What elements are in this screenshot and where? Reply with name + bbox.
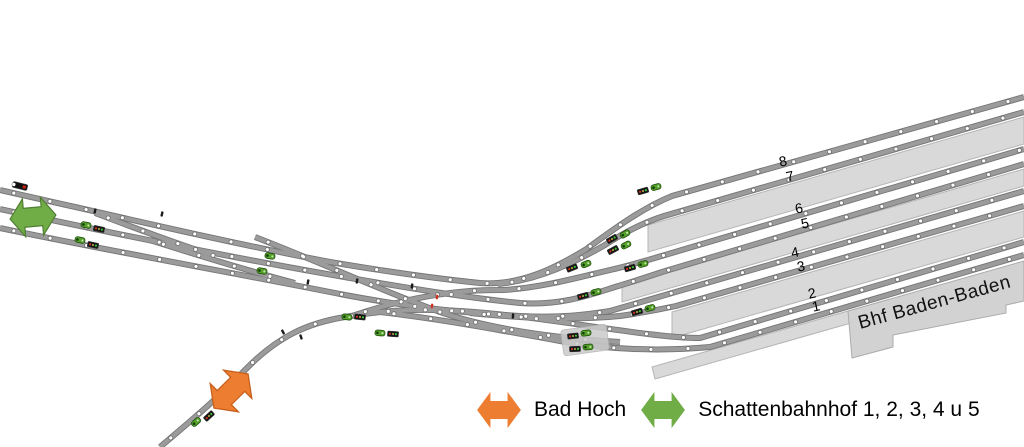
panel-icon (560, 323, 610, 357)
track-number-7: 7 (784, 167, 795, 184)
signal-box-icon[interactable] (386, 330, 400, 338)
double-arrow-shape (477, 391, 521, 429)
track-number-4: 4 (789, 243, 800, 260)
signal-green-icon[interactable] (649, 182, 663, 192)
track-number-2: 2 (806, 284, 817, 301)
platform-5-4 (621, 168, 1024, 303)
signal-green-icon[interactable] (579, 259, 593, 269)
signal-green-icon[interactable] (618, 228, 632, 240)
marker-icon[interactable] (306, 279, 310, 285)
track-number-1: 1 (810, 297, 821, 314)
double-arrow-orange-icon (477, 391, 521, 429)
marker-icon[interactable] (299, 334, 303, 340)
signal-box-icon[interactable] (568, 345, 582, 353)
track-numbers: 8 7 6 5 4 3 2 1 (777, 152, 821, 314)
marker-icon[interactable] (160, 211, 164, 217)
legend: Bad Hoch Schattenbahnhof 1, 2, 3, 4 u 5 (476, 386, 980, 434)
signal-box-icon[interactable] (566, 332, 580, 340)
signal-box-icon[interactable] (576, 291, 590, 301)
track-number-5: 5 (799, 214, 810, 231)
marker-icon[interactable] (511, 313, 515, 319)
signal-green-icon[interactable] (341, 313, 353, 321)
marker-icon[interactable] (280, 329, 286, 335)
legend-label-bad-hoch: Bad Hoch (534, 398, 627, 421)
signal-box-icon[interactable] (636, 186, 650, 196)
platform-3-2 (671, 210, 1024, 339)
station-building-shape (847, 260, 1024, 359)
signal-green-icon[interactable] (580, 329, 592, 337)
signal-green-icon[interactable] (374, 329, 386, 337)
legend-label-schattenbahnhof: Schattenbahnhof 1, 2, 3, 4 u 5 (698, 398, 980, 421)
legend-item-bad-hoch: Bad Hoch (476, 390, 626, 430)
station-platforms (621, 116, 1024, 380)
track-number-3: 3 (795, 257, 806, 274)
track-number-6: 6 (793, 199, 804, 216)
track-number-8: 8 (777, 152, 788, 169)
double-arrow-green-icon (641, 391, 686, 429)
legend-item-schattenbahnhof: Schattenbahnhof 1, 2, 3, 4 u 5 (640, 390, 980, 430)
signal-green-icon[interactable] (582, 343, 594, 351)
signal-box-icon[interactable] (606, 244, 620, 256)
platform-7-6 (647, 116, 1024, 253)
signal-green-icon[interactable] (619, 239, 633, 251)
signal-box-icon[interactable] (353, 313, 367, 321)
train-icon[interactable] (10, 180, 29, 192)
double-arrow-shape (641, 391, 686, 429)
